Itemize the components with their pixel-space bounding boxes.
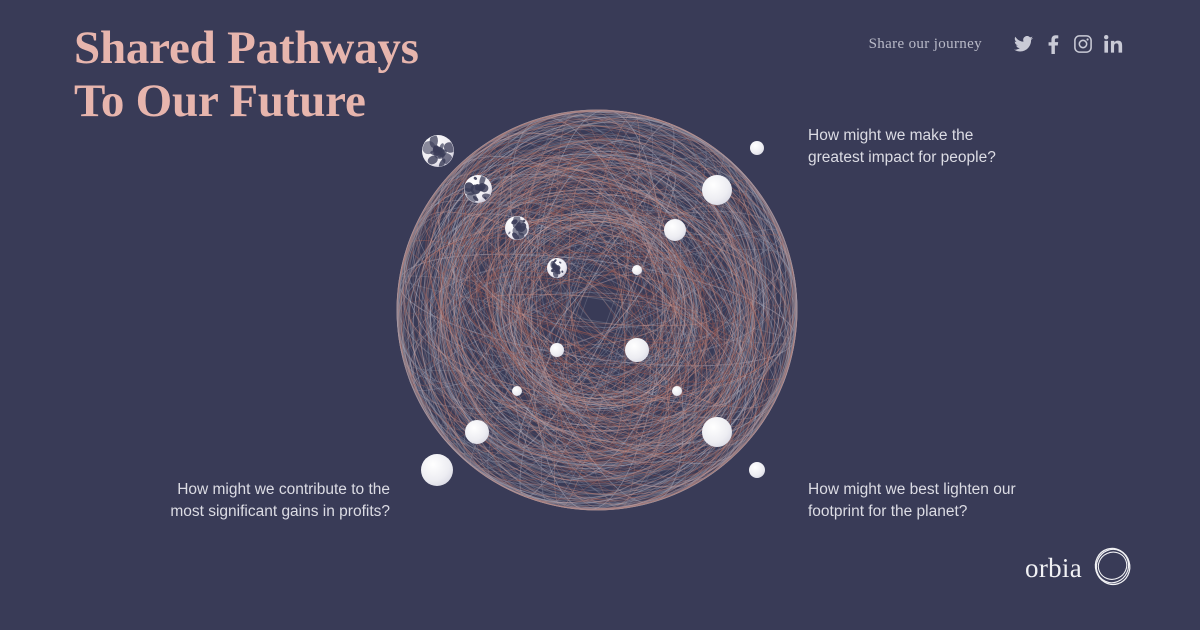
page-title: Shared Pathways To Our Future: [74, 22, 419, 127]
node-outer-right-top[interactable]: [702, 175, 732, 205]
node-inner-right-bottom[interactable]: [625, 338, 649, 362]
twitter-icon[interactable]: [1008, 33, 1038, 55]
node-outer-left-bottom[interactable]: [465, 420, 489, 444]
node-outer-right-bottom[interactable]: [702, 417, 732, 447]
node-corner-left-bottom[interactable]: [421, 454, 453, 486]
question-profits: How might we contribute to the most sign…: [170, 481, 390, 520]
linkedin-icon[interactable]: [1098, 33, 1128, 55]
node-corner-right-top[interactable]: [750, 141, 764, 155]
globe-node-2[interactable]: [462, 174, 492, 205]
globe-node-1[interactable]: [420, 134, 457, 169]
orbia-wordmark: orbia: [1025, 553, 1082, 583]
node-mid-left-bottom[interactable]: [512, 386, 522, 396]
globe-node-4[interactable]: [547, 258, 567, 279]
node-mid-right-top[interactable]: [664, 219, 686, 241]
node-mid-right-bottom[interactable]: [672, 386, 682, 396]
question-people: How might we make the greatest impact fo…: [808, 127, 996, 166]
node-inner-left-bottom[interactable]: [550, 343, 564, 357]
share-label: Share our journey: [868, 35, 982, 52]
orbital-network-sphere: [372, 85, 822, 535]
question-planet: How might we best lighten our footprint …: [808, 481, 1016, 520]
node-corner-right-bottom[interactable]: [749, 462, 765, 478]
orbia-logo: orbia: [1025, 545, 1134, 594]
facebook-icon[interactable]: [1038, 33, 1068, 55]
globe-node-3[interactable]: [505, 215, 529, 242]
instagram-icon[interactable]: [1068, 33, 1098, 55]
orbia-loop-mark: [1092, 545, 1134, 594]
share-bar: Share our journey: [869, 33, 1128, 55]
node-inner-right-top[interactable]: [632, 265, 642, 275]
